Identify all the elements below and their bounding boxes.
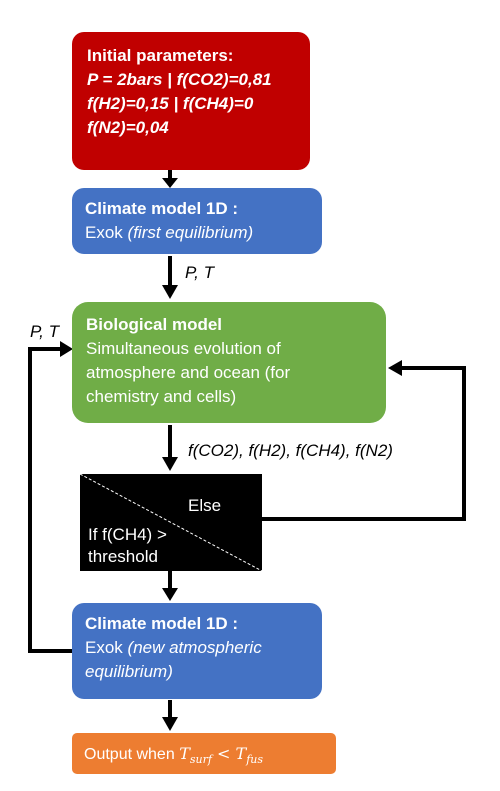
t-surf-sub: surf (189, 753, 212, 767)
climate-model-box-1: Climate model 1D : Exok (first equilibri… (72, 188, 322, 254)
less-than: < (217, 744, 231, 763)
decision-if-line1: If f(CH4) > (88, 525, 167, 544)
climate2-note2: equilibrium) (85, 662, 173, 681)
decision-box: Else If f(CH4) > threshold (80, 474, 262, 571)
initial-line2: f(H2)=0,15 | f(CH4)=0 (87, 94, 254, 113)
t-fus-sub: fus (246, 753, 263, 767)
initial-line1: P = 2bars | f(CO2)=0,81 (87, 70, 272, 89)
initial-line3: f(N2)=0,04 (87, 118, 169, 137)
label-fractions: f(CO2), f(H2), f(CH4), f(N2) (188, 441, 393, 460)
output-condition: Tsurf < Tfus (179, 744, 263, 767)
climate2-note1: (new atmospheric (127, 638, 262, 657)
climate2-title: Climate model 1D : (85, 614, 239, 633)
label-pt-left: P, T (30, 322, 59, 341)
arrow-else-loop (262, 366, 466, 521)
biological-model-box: Biological model Simultaneous evolution … (72, 302, 386, 423)
t-surf: T (179, 744, 190, 763)
climate1-model: Exok (85, 223, 123, 242)
bio-title: Biological model (86, 315, 223, 334)
climate-model-box-2: Climate model 1D : Exok (new atmospheric… (72, 603, 322, 699)
initial-title: Initial parameters: (87, 46, 234, 65)
output-prefix: Output when (84, 746, 175, 763)
climate1-note: (first equilibrium) (127, 223, 254, 242)
decision-if-line2: threshold (88, 547, 158, 566)
decision-diagonal (80, 474, 262, 571)
bio-line1: Simultaneous evolution of (86, 339, 281, 358)
arrow-pt-feedback-loop (28, 347, 72, 653)
label-pt-right: P, T (185, 263, 214, 282)
initial-parameters-box: Initial parameters: P = 2bars | f(CO2)=0… (72, 32, 310, 170)
decision-else: Else (188, 496, 222, 515)
bio-line3: chemistry and cells) (86, 387, 237, 406)
t-fus: T (235, 744, 247, 763)
bio-line2: atmosphere and ocean (for (86, 363, 291, 382)
climate2-model: Exok (85, 638, 123, 657)
output-box: Output when Tsurf < Tfus (72, 733, 336, 774)
climate1-title: Climate model 1D : (85, 199, 239, 218)
